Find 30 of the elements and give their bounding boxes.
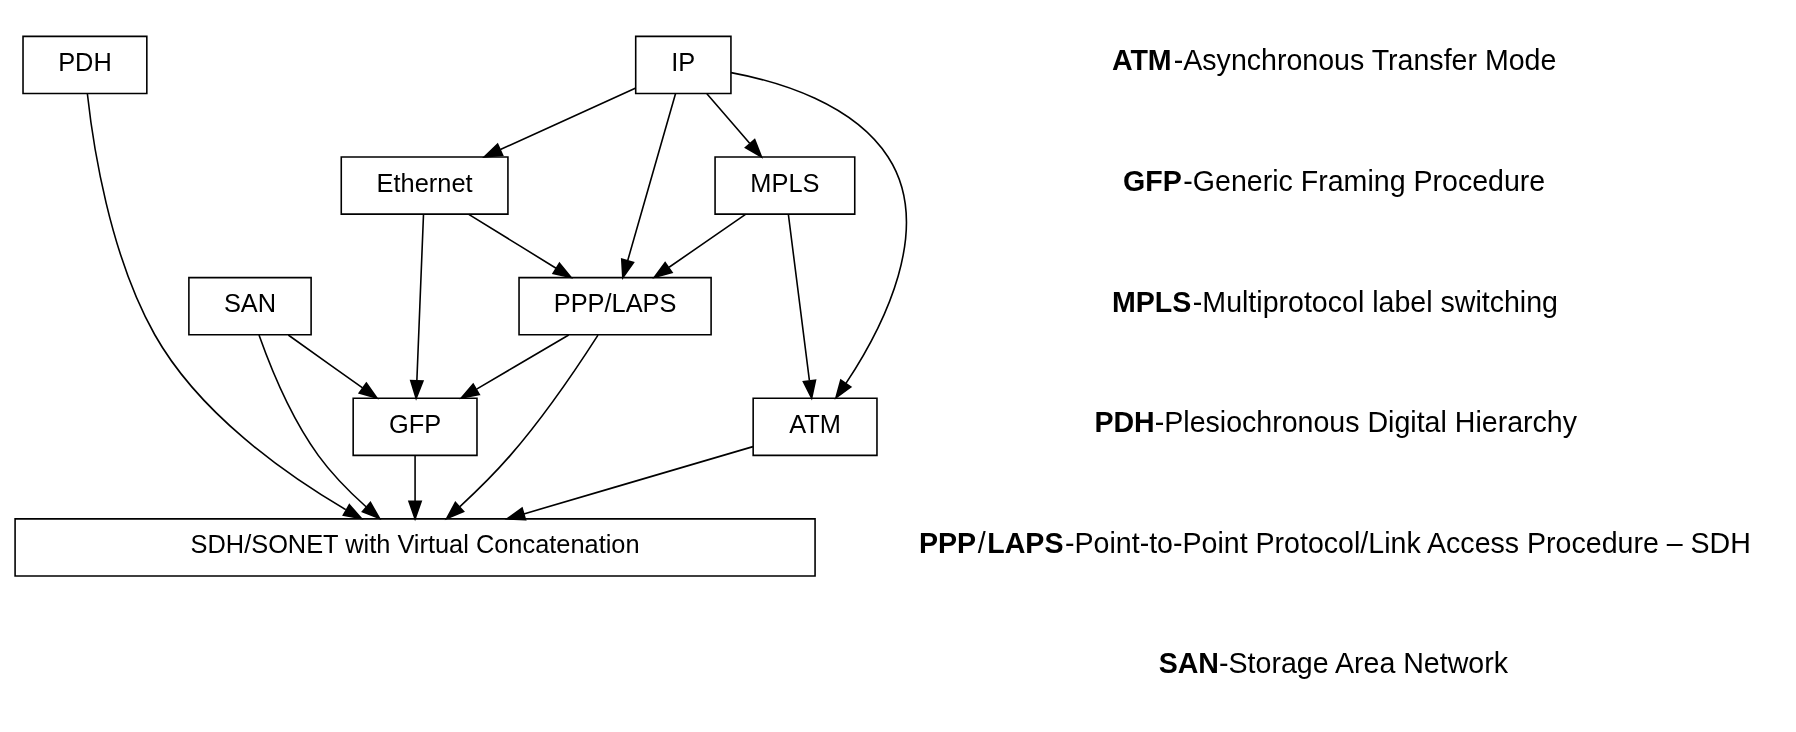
arrow <box>504 445 754 521</box>
arrow <box>258 333 382 520</box>
node-box: MPLS <box>714 155 856 215</box>
arrow <box>730 71 907 400</box>
arrow <box>787 213 817 401</box>
arrow <box>706 92 764 159</box>
node-box: Ethernet <box>340 155 509 215</box>
arrow <box>482 87 637 158</box>
label: SAN-Storage Area Network <box>1158 646 1508 679</box>
node-box: SDH/SONET with Virtual Concatenation <box>14 517 816 577</box>
label: MPLS-Multiprotocol label switching <box>1111 285 1558 318</box>
node-box: IP <box>634 35 732 94</box>
arrow <box>287 333 379 400</box>
node-box: PPP/LAPS <box>518 276 712 336</box>
arrow <box>459 333 570 399</box>
label: ATM-Asynchronous Transfer Mode <box>1111 43 1557 76</box>
label: GFP-Generic Framing Procedure <box>1122 164 1546 197</box>
arrow <box>409 213 425 401</box>
arrow <box>86 92 364 520</box>
label: PDH-Plesiochronous Digital Hierarchy <box>1094 405 1578 438</box>
node-box: PDH <box>22 35 148 94</box>
node-box: GFP <box>352 396 478 456</box>
node-box: ATM <box>752 396 878 456</box>
arrow <box>620 92 677 280</box>
arrow <box>652 213 747 279</box>
arrow <box>467 213 574 279</box>
node-box: SAN <box>188 276 312 336</box>
arrow <box>444 333 599 520</box>
label: PPP/LAPS-Point-to-Point Protocol/Link Access Procedure – SDH <box>919 526 1751 559</box>
arrow <box>407 454 423 521</box>
